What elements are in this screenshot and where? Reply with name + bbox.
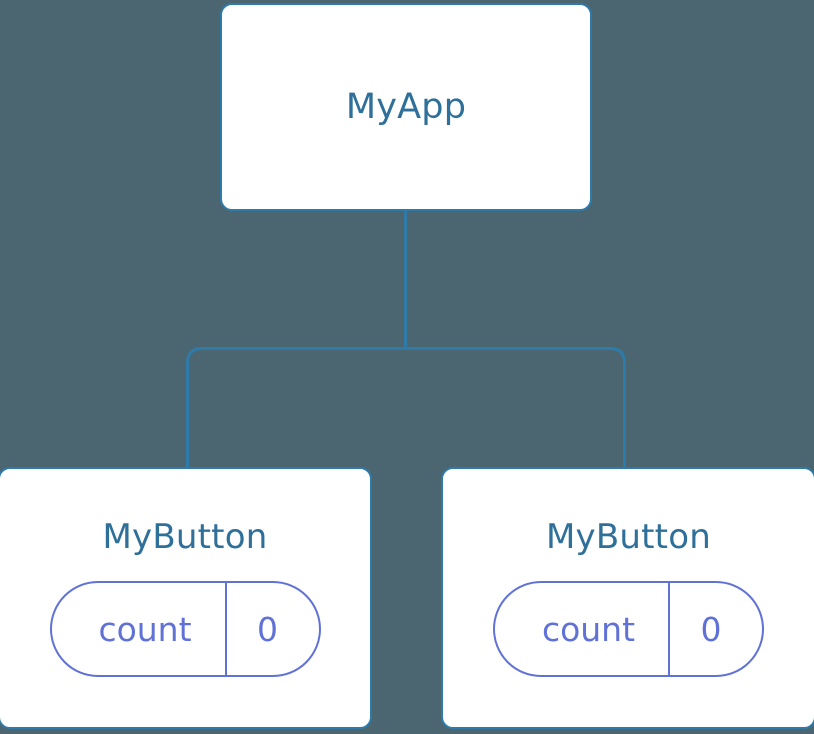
state-value: 0 (257, 609, 278, 649)
connector-bus-left (186, 347, 406, 468)
node-mybutton-2[interactable]: MyButton count 0 (441, 467, 814, 729)
state-pill[interactable]: count 0 (493, 581, 764, 677)
node-mybutton-1[interactable]: MyButton count 0 (0, 467, 372, 729)
state-key: count (52, 583, 227, 675)
state-value: 0 (700, 609, 722, 649)
node-title: MyApp (345, 86, 467, 127)
state-pill[interactable]: count 0 (49, 581, 321, 677)
node-title: MyButton (102, 517, 268, 557)
connector-bus-right (405, 347, 626, 468)
node-myapp[interactable]: MyApp (220, 3, 592, 211)
node-title: MyButton (546, 517, 711, 557)
state-key: count (495, 583, 670, 675)
